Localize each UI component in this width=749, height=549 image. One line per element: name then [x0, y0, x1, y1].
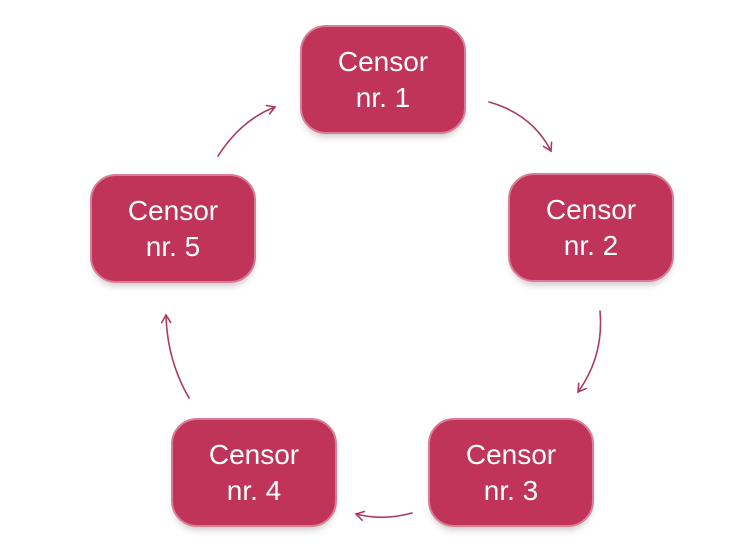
node-censor-1-label-line1: Censor [337, 45, 429, 77]
node-censor-5-label-line2: nr. 5 [145, 230, 201, 262]
node-censor-1-label-line2: nr. 1 [355, 81, 411, 113]
arrow-censor-2-to-3 [577, 310, 602, 394]
node-censor-2: Censor nr. 2 [508, 173, 674, 282]
arrow-censor-5-to-1 [217, 104, 277, 157]
arrow-censor-1-to-2 [488, 101, 553, 153]
node-censor-4-label-line2: nr. 4 [226, 474, 282, 506]
node-censor-4-label-line1: Censor [208, 438, 300, 470]
node-censor-5-label-line1: Censor [127, 194, 219, 226]
node-censor-2-label-line1: Censor [545, 193, 637, 225]
node-censor-5: Censor nr. 5 [90, 174, 256, 283]
node-censor-3-label-line2: nr. 3 [483, 474, 539, 506]
arrow-censor-3-to-4 [354, 510, 413, 522]
node-censor-1: Censor nr. 1 [300, 25, 466, 134]
arrow-censor-4-to-5 [160, 313, 190, 399]
node-censor-3: Censor nr. 3 [428, 418, 594, 527]
node-censor-4: Censor nr. 4 [171, 418, 337, 527]
node-censor-3-label-line1: Censor [465, 438, 557, 470]
node-censor-2-label-line2: nr. 2 [563, 229, 619, 261]
